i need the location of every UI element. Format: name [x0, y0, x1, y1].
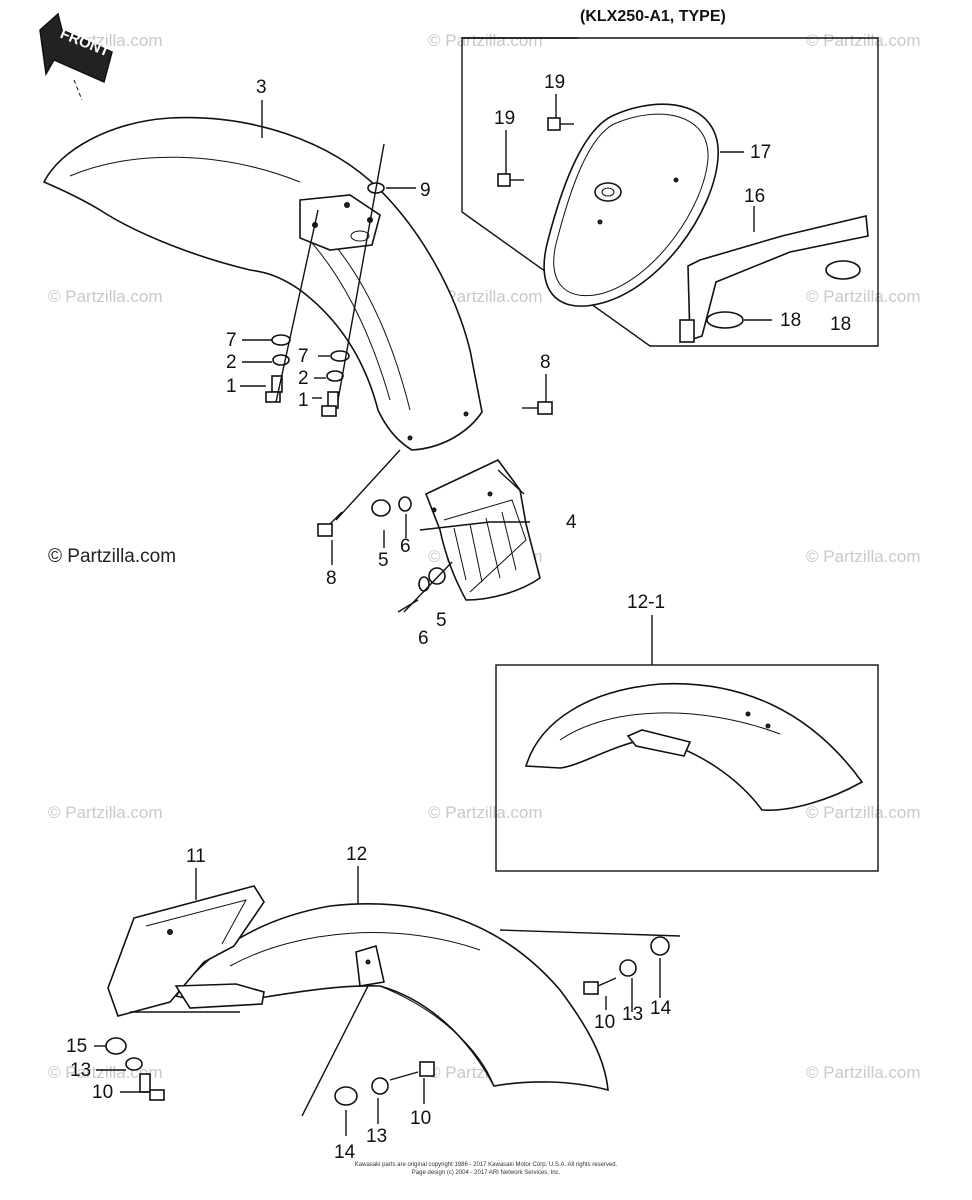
watermark: © Partzilla.com — [48, 803, 163, 822]
watermark: © Partzilla.com — [428, 287, 543, 306]
watermark-primary: © Partzilla.com — [48, 546, 176, 567]
callout-label: 6 — [400, 536, 411, 557]
copyright-line: Kawasaki parts are original copyright 19… — [355, 1162, 618, 1168]
callout-label: 10 — [594, 1012, 615, 1033]
callout-label: 1 — [226, 376, 237, 397]
callout-label: 7 — [226, 330, 237, 351]
callout-label: 13 — [622, 1004, 643, 1025]
callout-label: 9 — [420, 180, 431, 201]
watermark: © Partzilla.com — [806, 287, 921, 306]
watermark: © Partzilla.com — [428, 803, 543, 822]
callout-label: 2 — [298, 368, 309, 389]
callout-label: 1 — [298, 390, 309, 411]
callout-label: 7 — [298, 346, 309, 367]
leader-lines — [94, 94, 772, 1136]
callout-label: 12 — [346, 844, 367, 865]
fender-flap — [424, 458, 541, 601]
callout-label: 13 — [366, 1126, 387, 1147]
callout-label: 8 — [326, 568, 337, 589]
front-fender — [42, 116, 483, 451]
copyright-line: Page design (c) 2004 - 2017 ARI Network … — [412, 1170, 561, 1176]
callout-label: 14 — [334, 1142, 356, 1163]
callout-label: 3 — [256, 77, 267, 98]
watermark: © Partzilla.com — [806, 31, 921, 50]
inset-12-1: 12-1 — [495, 592, 879, 872]
watermark: © Partzilla.com — [428, 31, 543, 50]
callout-label: 18 — [780, 310, 801, 331]
inset-title: 12-1 — [627, 592, 665, 613]
callout-label: 17 — [750, 142, 771, 163]
callout-label: 4 — [566, 512, 577, 533]
side-plate — [107, 885, 265, 1017]
callout-label: 10 — [410, 1108, 431, 1129]
callout-label: 5 — [378, 550, 389, 571]
callout-label: 15 — [66, 1036, 87, 1057]
callout-label: 6 — [418, 628, 429, 649]
rear-fender — [174, 903, 609, 1092]
callout-label: 5 — [436, 610, 447, 631]
callout-label: 8 — [540, 352, 551, 373]
hardware — [105, 182, 670, 1106]
callout-label: 19 — [544, 72, 565, 93]
callout-label: 14 — [650, 998, 672, 1019]
front-arrow-icon: FRONT — [39, 12, 113, 101]
callout-label: 2 — [226, 352, 237, 373]
watermark: © Partzilla.com — [806, 1063, 921, 1082]
callout-label: 16 — [744, 186, 765, 207]
inset-title: (KLX250-A1, TYPE) — [580, 8, 726, 25]
watermark: © Partzilla.com — [806, 803, 921, 822]
callout-label: 18 — [830, 314, 851, 335]
watermark: © Partzilla.com — [48, 287, 163, 306]
callout-label: 19 — [494, 108, 515, 129]
watermark: © Partzilla.com — [806, 547, 921, 566]
callout-label: 11 — [186, 846, 206, 867]
callout-label: 13 — [70, 1060, 91, 1081]
inset-klx250: (KLX250-A1, TYPE) — [461, 8, 879, 347]
callouts: 3 9 7 2 1 7 2 1 8 4 5 6 8 6 5 19 19 17 1… — [66, 72, 851, 1163]
copyright-footer: Kawasaki parts are original copyright 19… — [355, 1162, 618, 1176]
callout-label: 10 — [92, 1082, 113, 1103]
